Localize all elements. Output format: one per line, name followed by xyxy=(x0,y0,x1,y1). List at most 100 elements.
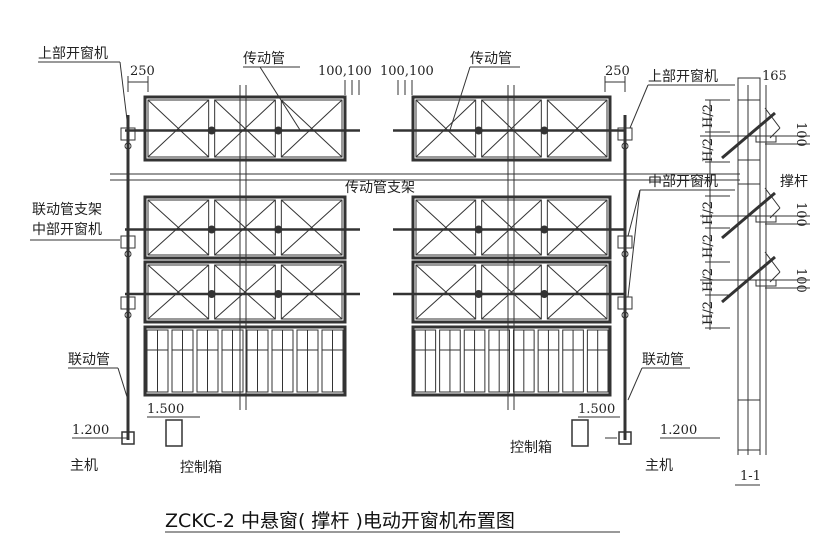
dim-half-h-4: H/2 xyxy=(701,234,716,258)
label-upper-opener-left: 上部开窗机 xyxy=(38,45,108,62)
label-drive-tube-left: 传动管 xyxy=(243,51,285,67)
dim-250-right: 250 xyxy=(605,64,630,79)
dim-100-section-1: 100 xyxy=(793,122,808,147)
leader xyxy=(629,84,649,129)
coupling xyxy=(621,250,629,258)
label-middle-opener-right: 中部开窗机 xyxy=(648,173,718,190)
drive-joint xyxy=(474,290,483,298)
coupling xyxy=(124,311,132,319)
leader xyxy=(259,66,301,131)
main-unit-right xyxy=(618,431,632,445)
leader xyxy=(627,189,641,237)
opener-right xyxy=(617,235,633,249)
sash-diagonal xyxy=(147,99,210,158)
sash-diagonal xyxy=(281,264,343,320)
dim-100-right: 100,100 xyxy=(380,64,434,79)
dim-100-section-2: 100 xyxy=(793,202,808,227)
window-frame-fixed xyxy=(411,325,612,397)
opener-right xyxy=(617,296,633,310)
drive-joint xyxy=(474,126,483,135)
label-linkage-support: 联动管支架 xyxy=(32,202,102,218)
coupling xyxy=(124,250,132,258)
leader xyxy=(627,367,643,401)
label-main-unit-left: 主机 xyxy=(70,458,98,474)
window-frame-mid2 xyxy=(411,260,612,324)
label-section: 1-1 xyxy=(740,469,761,484)
dim-half-h-6: H/2 xyxy=(701,301,716,325)
opener-left xyxy=(120,235,136,249)
leader xyxy=(627,189,641,298)
window-frame-mid2 xyxy=(143,260,347,324)
sash-diagonal xyxy=(214,199,276,256)
drive-joint xyxy=(540,126,549,135)
coupling xyxy=(621,311,629,319)
drawing-geometry xyxy=(30,61,810,533)
strut-bracket xyxy=(764,251,781,273)
elev-1200-left: 1.200 xyxy=(72,423,109,438)
label-control-box-left: 控制箱 xyxy=(180,460,222,476)
drawing-title: ZCKC-2 中悬窗( 撑杆 )电动开窗机布置图 xyxy=(165,510,515,532)
sash-diagonal xyxy=(415,99,477,158)
dim-165: 165 xyxy=(762,69,787,84)
drive-joint xyxy=(207,126,216,135)
window-frame-top xyxy=(143,95,347,162)
elev-1200-right: 1.200 xyxy=(660,423,697,438)
label-linkage-tube-left: 联动管 xyxy=(68,352,110,368)
window-frame-top xyxy=(411,95,612,162)
sash-diagonal xyxy=(214,99,276,158)
drive-joint xyxy=(207,225,216,234)
window-frame-fixed xyxy=(143,325,347,397)
drive-joint xyxy=(274,290,283,298)
window-frame-mid1 xyxy=(411,195,612,260)
label-main-unit-right: 主机 xyxy=(645,458,673,474)
dim-half-h-3: H/2 xyxy=(701,201,716,225)
sash-diagonal xyxy=(481,264,542,320)
label-linkage-tube-right: 联动管 xyxy=(642,352,684,368)
drive-joint xyxy=(274,126,283,135)
sash-diagonal xyxy=(546,264,608,320)
section-wall-top xyxy=(737,77,761,101)
drive-joint xyxy=(474,225,483,234)
section-wall-bottom xyxy=(737,399,761,451)
leader xyxy=(119,61,129,129)
sash-diagonal xyxy=(415,199,477,256)
dim-half-h-2: H/2 xyxy=(701,104,716,128)
control-box-right xyxy=(571,419,589,447)
dim-100-left: 100,100 xyxy=(318,64,372,79)
label-middle-opener-left: 中部开窗机 xyxy=(32,221,102,238)
sash-diagonal xyxy=(481,99,542,158)
sash-diagonal xyxy=(147,199,210,256)
label-drive-tube-support: 传动管支架 xyxy=(345,180,415,196)
dim-half-h-5: H/2 xyxy=(701,268,716,292)
section-wall-mid xyxy=(737,159,761,185)
sash-diagonal xyxy=(546,99,608,158)
elev-1500-left: 1.500 xyxy=(147,402,184,417)
control-box-left xyxy=(165,419,183,447)
dim-250-left: 250 xyxy=(130,64,155,79)
label-upper-opener-right: 上部开窗机 xyxy=(648,68,718,85)
drive-joint xyxy=(540,225,549,234)
elev-1500-right: 1.500 xyxy=(578,402,615,417)
coupling xyxy=(621,142,629,150)
dim-100-section-3: 100 xyxy=(793,268,808,293)
sash-diagonal xyxy=(214,264,276,320)
label-control-box-right: 控制箱 xyxy=(510,440,552,456)
dim-half-h-1: H/2 xyxy=(701,138,716,162)
label-drive-tube-right: 传动管 xyxy=(470,51,512,67)
sash-diagonal xyxy=(546,199,608,256)
sash-diagonal xyxy=(481,199,542,256)
label-strut: 撑杆 xyxy=(780,174,808,190)
drive-joint xyxy=(207,290,216,298)
sash-diagonal xyxy=(415,264,477,320)
sash-diagonal xyxy=(280,199,343,256)
leader xyxy=(117,367,129,401)
sash-diagonal xyxy=(147,264,209,320)
drive-joint xyxy=(540,290,549,298)
strut-bracket xyxy=(764,107,781,129)
opener-left xyxy=(120,296,136,310)
opener-right xyxy=(617,127,633,141)
drive-joint xyxy=(274,225,283,234)
strut-bracket xyxy=(764,187,781,209)
sash-diagonal xyxy=(280,99,343,158)
